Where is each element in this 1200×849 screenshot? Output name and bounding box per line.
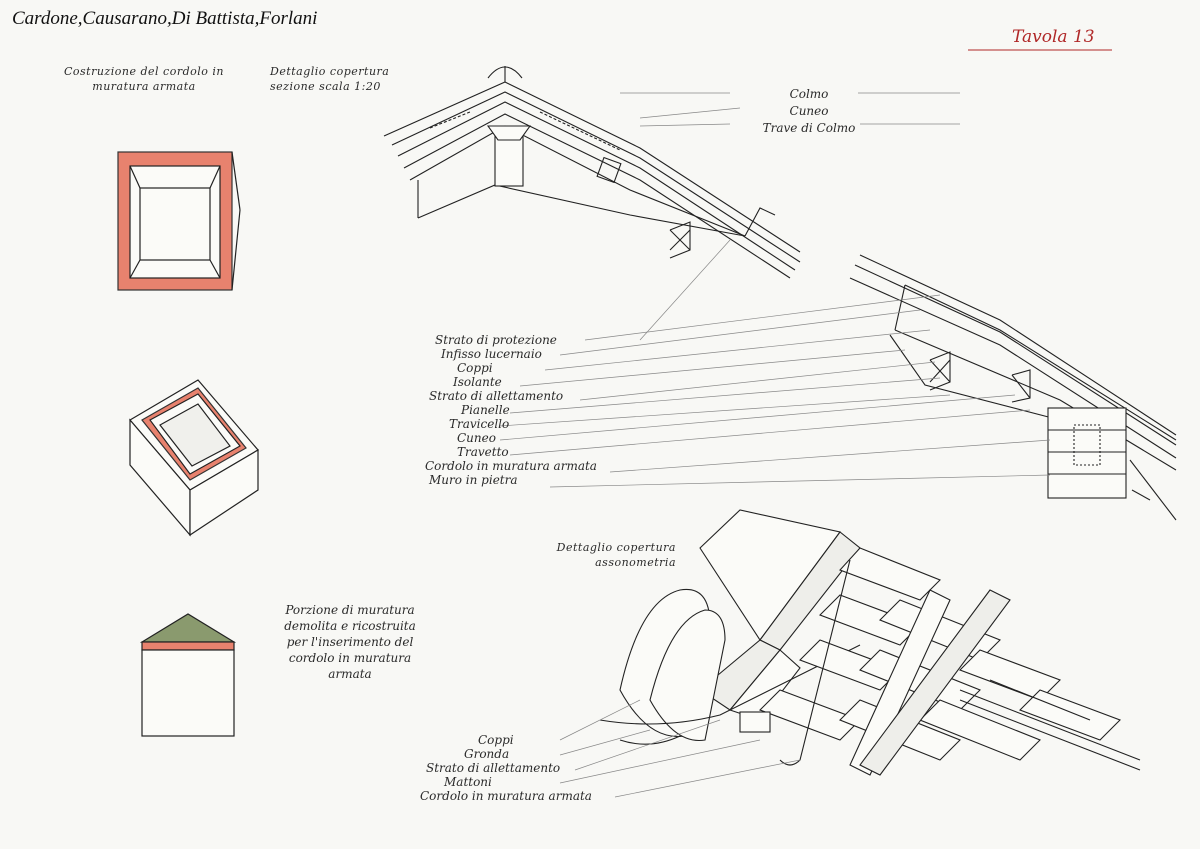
axon-label: Gronda [464,747,510,761]
cordolo-section-view [139,613,237,737]
cordolo-title: Costruzione del cordolo in muratura arma… [64,64,224,94]
ridge-label-trave: Trave di Colmo [762,121,856,135]
note-line: armata [328,667,372,681]
section-title-line2: sezione scala 1:20 [270,80,381,93]
demolition-note: Porzione di muratura demolita e ricostru… [275,602,425,682]
section-label: Muro in pietra [429,473,518,487]
axon-title-line1: Dettaglio copertura [556,541,676,554]
ridge-label-colmo: Colmo [789,87,829,101]
ridge-labels: Colmo Cuneo Trave di Colmo [760,86,858,137]
note-line: per l'inserimento del [286,635,414,649]
authors-header: Cardone,Causarano,Di Battista,Forlani [12,8,318,29]
cordolo-title-line2: muratura armata [92,80,196,93]
roof-axonometric-detail [599,509,1141,776]
section-label: Travetto [457,445,509,459]
axon-label-list: Coppi Gronda Strato di allettamento Matt… [420,733,592,803]
note-line: cordolo in muratura [288,651,412,665]
axon-label: Cordolo in muratura armata [420,789,592,803]
axon-label: Mattoni [444,775,492,789]
section-label: Isolante [453,375,502,389]
axon-title-line2: assonometria [595,556,676,569]
section-label: Pianelle [461,403,510,417]
section-label: Cuneo [457,431,496,445]
section-label: Strato di allettamento [429,389,564,403]
roof-ridge-section [383,66,801,279]
sheet-number-label: Tavola 13 [1012,27,1095,47]
axon-title: Dettaglio copertura assonometria [526,540,676,570]
ridge-label-cuneo: Cuneo [789,104,829,118]
section-title-line1: Dettaglio copertura [270,65,390,78]
section-label: Infisso lucernaio [441,347,542,361]
section-label: Travicello [449,417,510,431]
cordolo-axonometric-view [129,379,259,537]
section-label: Coppi [457,361,493,375]
cordolo-plan-view [117,151,241,291]
section-label-list: Strato di protezione Infisso lucernaio C… [425,333,597,487]
section-title: Dettaglio copertura sezione scala 1:20 [270,64,430,94]
cordolo-title-line1: Costruzione del cordolo in [64,65,224,78]
note-line: demolita e ricostruita [284,619,416,633]
roof-eave-section [849,254,1177,521]
axon-label: Strato di allettamento [426,761,561,775]
note-line: Porzione di muratura [285,603,415,617]
leader-lines [499,92,1051,798]
axon-label: Coppi [478,733,514,747]
section-label: Strato di protezione [435,333,557,347]
section-label: Cordolo in muratura armata [425,459,597,473]
